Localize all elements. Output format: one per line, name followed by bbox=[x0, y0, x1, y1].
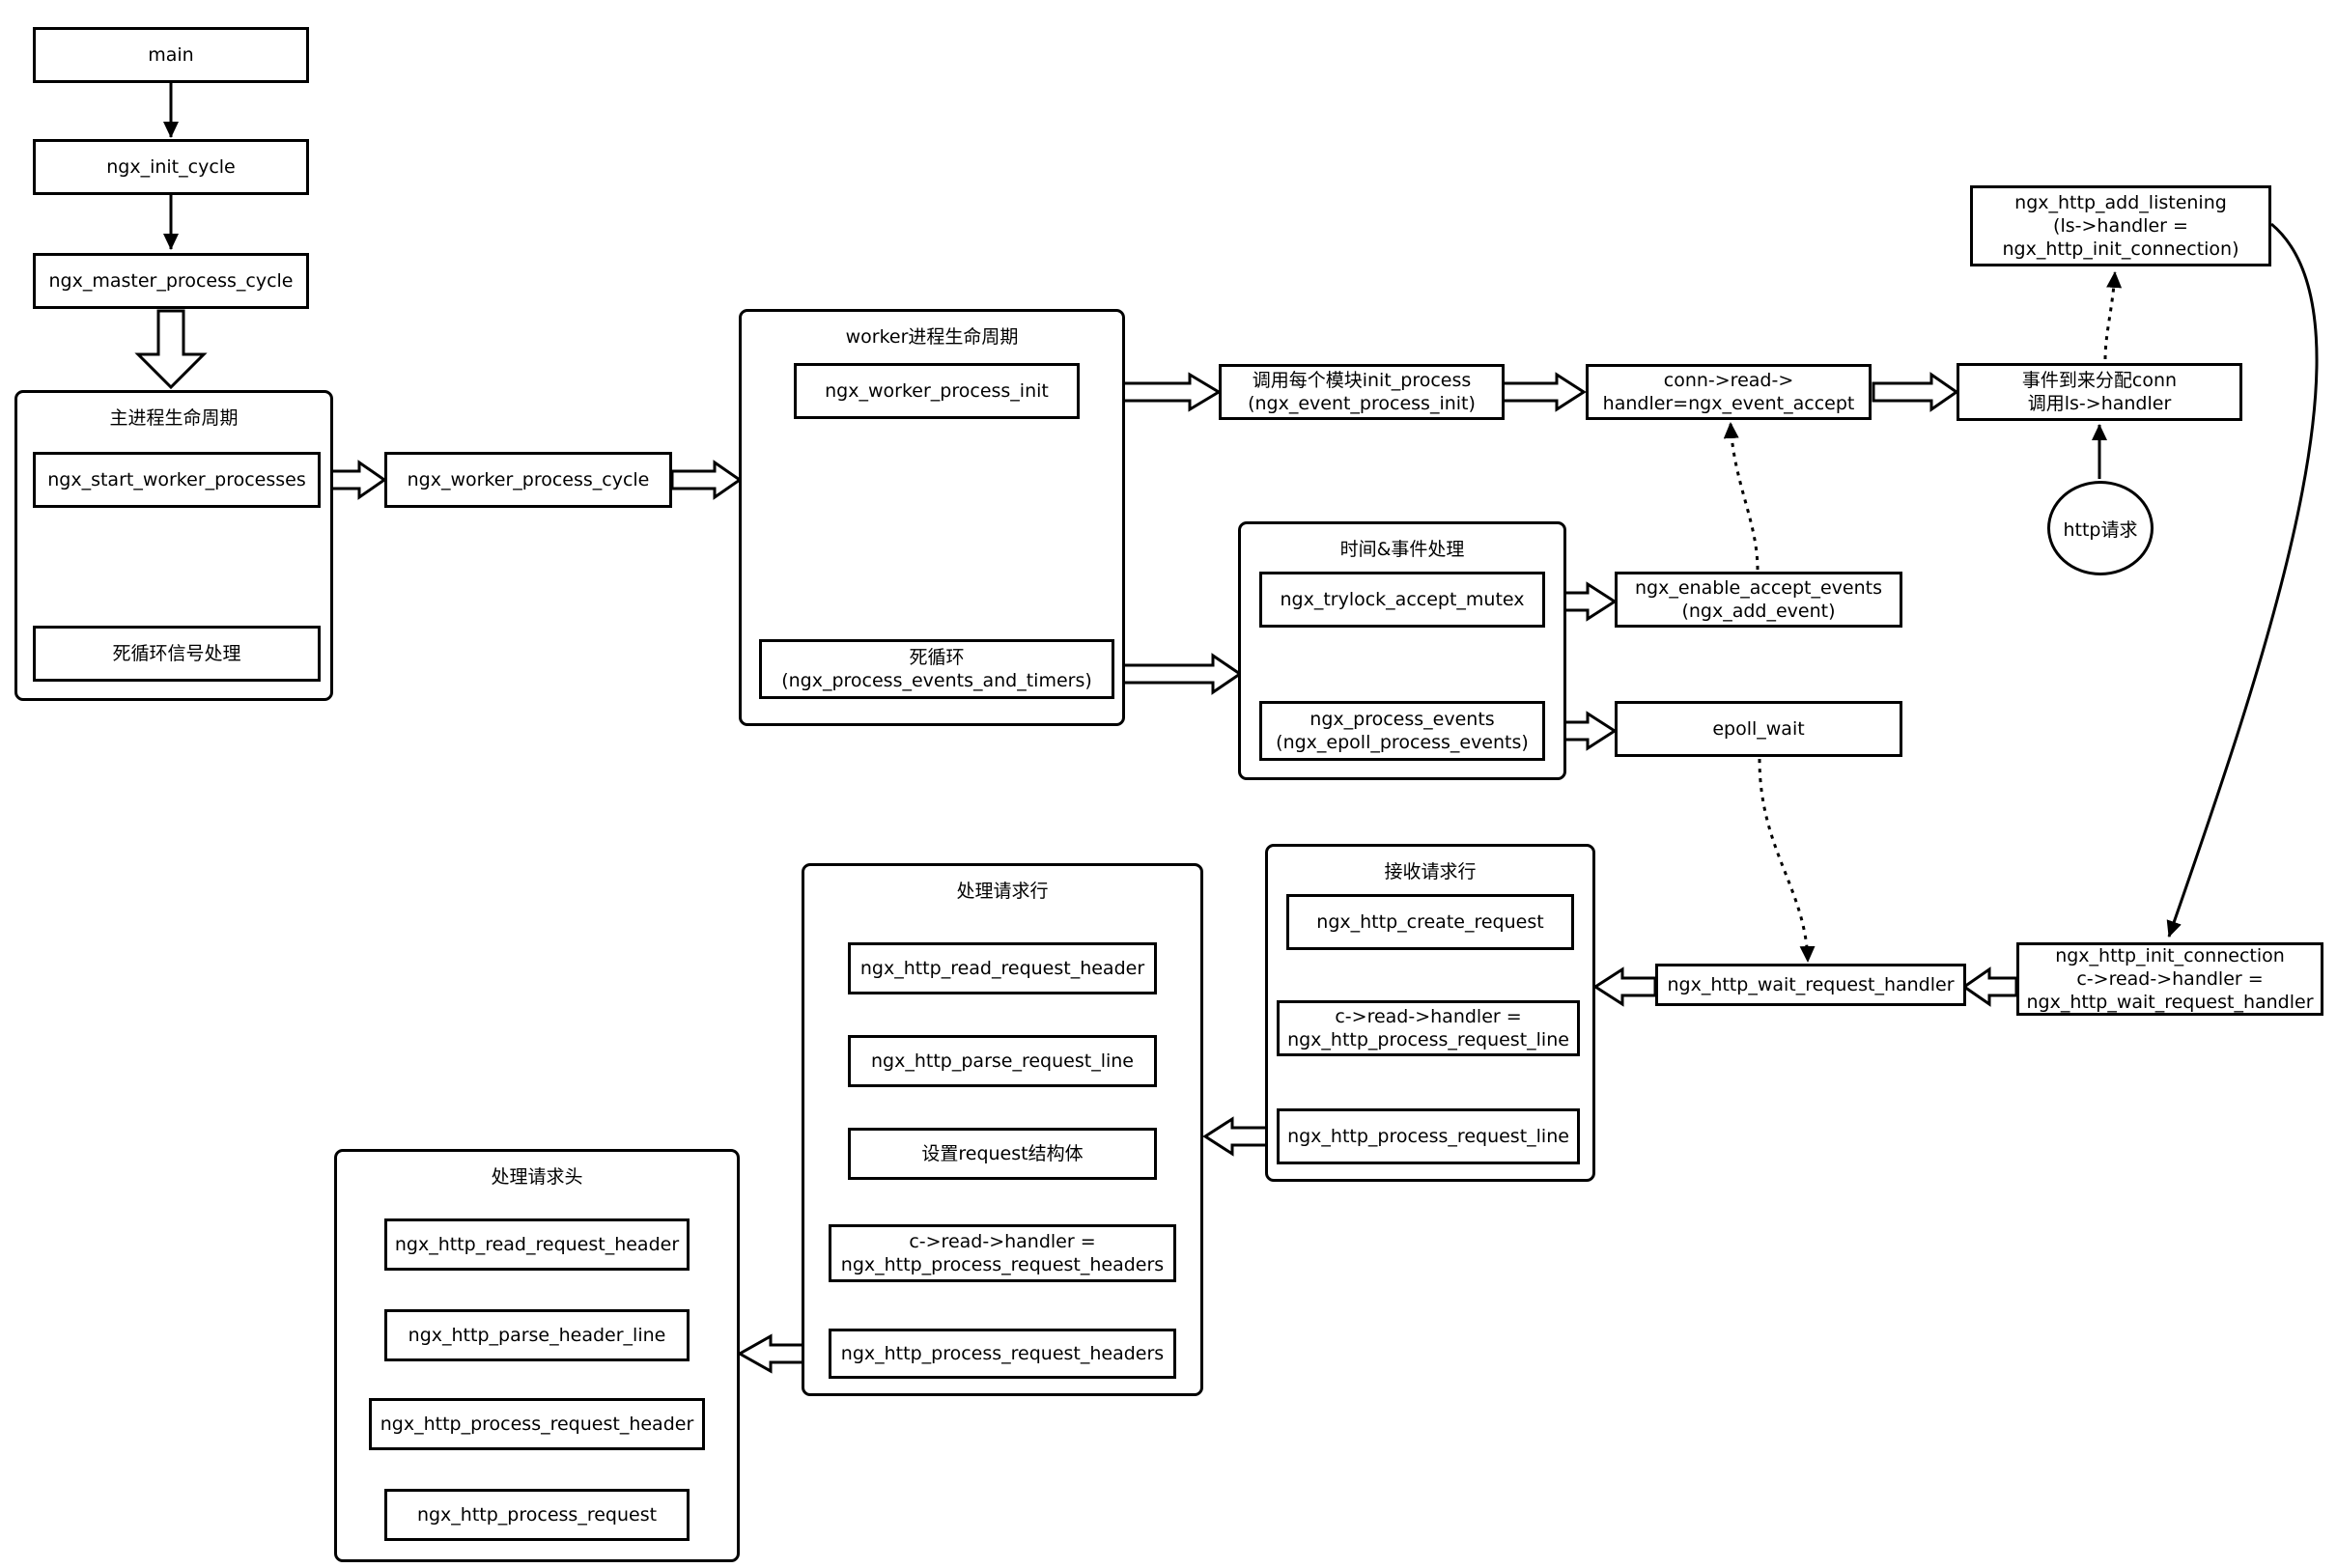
set-read-handler-process-line-box: c->read->handler = ngx_http_process_requ… bbox=[1277, 1000, 1580, 1056]
module-init-process-box: 调用每个模块init_process (ngx_event_process_in… bbox=[1219, 364, 1505, 420]
http-parse-header-line-box: ngx_http_parse_header_line bbox=[384, 1309, 690, 1361]
hollow-arrow-module-init-to-event-accept bbox=[1501, 372, 1587, 412]
signal-loop-box: 死循环信号处理 bbox=[33, 626, 321, 682]
dotted-arrow-dispatch-to-add-listening bbox=[2103, 271, 2123, 360]
hollow-arrow-init-connection-to-wait-request bbox=[1961, 966, 2018, 1007]
http-add-listening-box: ngx_http_add_listening (ls->handler = ng… bbox=[1970, 185, 2271, 266]
epoll-wait-box: epoll_wait bbox=[1615, 701, 1902, 757]
http-process-request-header-box: ngx_http_process_request_header bbox=[369, 1398, 705, 1450]
http-parse-request-line-box: ngx_http_parse_request_line bbox=[848, 1035, 1157, 1087]
http-process-request-box: ngx_http_process_request bbox=[384, 1489, 690, 1541]
dotted-arrow-enable-accept-to-event-accept bbox=[1723, 422, 1760, 571]
line-read-request-header-box: ngx_http_read_request_header bbox=[848, 942, 1157, 994]
event-accept-handler-box: conn->read-> handler=ngx_event_accept bbox=[1586, 364, 1872, 420]
hollow-arrow-worker-cycle-to-worker-group bbox=[670, 460, 743, 500]
arrow-add-listening-to-init-connection bbox=[2166, 222, 2319, 938]
main-box: main bbox=[33, 27, 309, 83]
worker-process-init-box: ngx_worker_process_init bbox=[794, 363, 1080, 419]
group-title: worker进程生命周期 bbox=[845, 326, 1019, 348]
http-wait-request-handler-box: ngx_http_wait_request_handler bbox=[1655, 964, 1966, 1006]
http-init-connection-box: ngx_http_init_connection c->read->handle… bbox=[2016, 942, 2323, 1016]
start-worker-processes-box: ngx_start_worker_processes bbox=[33, 452, 321, 508]
http-create-request-box: ngx_http_create_request bbox=[1286, 894, 1574, 950]
group-title: 处理请求行 bbox=[956, 881, 1049, 902]
set-read-handler-process-headers-box: c->read->handler = ngx_http_process_requ… bbox=[829, 1224, 1176, 1282]
dispatch-connection-box: 事件到来分配conn 调用ls->handler bbox=[1957, 363, 2242, 421]
http-process-request-headers-box: ngx_http_process_request_headers bbox=[829, 1329, 1176, 1379]
master-cycle-box: ngx_master_process_cycle bbox=[33, 253, 309, 309]
group-title: 主进程生命周期 bbox=[109, 407, 239, 429]
setup-request-struct-box: 设置request结构体 bbox=[848, 1128, 1157, 1180]
init-cycle-box: ngx_init_cycle bbox=[33, 139, 309, 195]
enable-accept-events-box: ngx_enable_accept_events (ngx_add_event) bbox=[1615, 572, 1902, 628]
group-title: 处理请求头 bbox=[491, 1166, 583, 1188]
group-title: 时间&事件处理 bbox=[1339, 539, 1465, 560]
worker-process-cycle-box: ngx_worker_process_cycle bbox=[384, 452, 672, 508]
hollow-arrow-wait-request-to-receive-group bbox=[1592, 966, 1657, 1007]
hollow-arrow-event-accept-to-dispatch bbox=[1872, 372, 1959, 412]
process-events-box: ngx_process_events (ngx_epoll_process_ev… bbox=[1259, 701, 1545, 761]
hollow-arrow-worker-loop-to-events-group bbox=[1111, 653, 1243, 695]
group-title: 接收请求行 bbox=[1384, 861, 1477, 882]
hollow-arrow-master-cycle-to-master-group bbox=[134, 309, 208, 390]
http-process-request-line-box: ngx_http_process_request_line bbox=[1277, 1108, 1580, 1164]
worker-event-loop-box: 死循环 (ngx_process_events_and_timers) bbox=[759, 639, 1114, 699]
http-request-ellipse: http请求 bbox=[2047, 481, 2154, 575]
header-read-request-header-box: ngx_http_read_request_header bbox=[384, 1218, 690, 1271]
dotted-arrow-epoll-to-wait-request bbox=[1758, 758, 1816, 963]
trylock-accept-mutex-box: ngx_trylock_accept_mutex bbox=[1259, 572, 1545, 628]
